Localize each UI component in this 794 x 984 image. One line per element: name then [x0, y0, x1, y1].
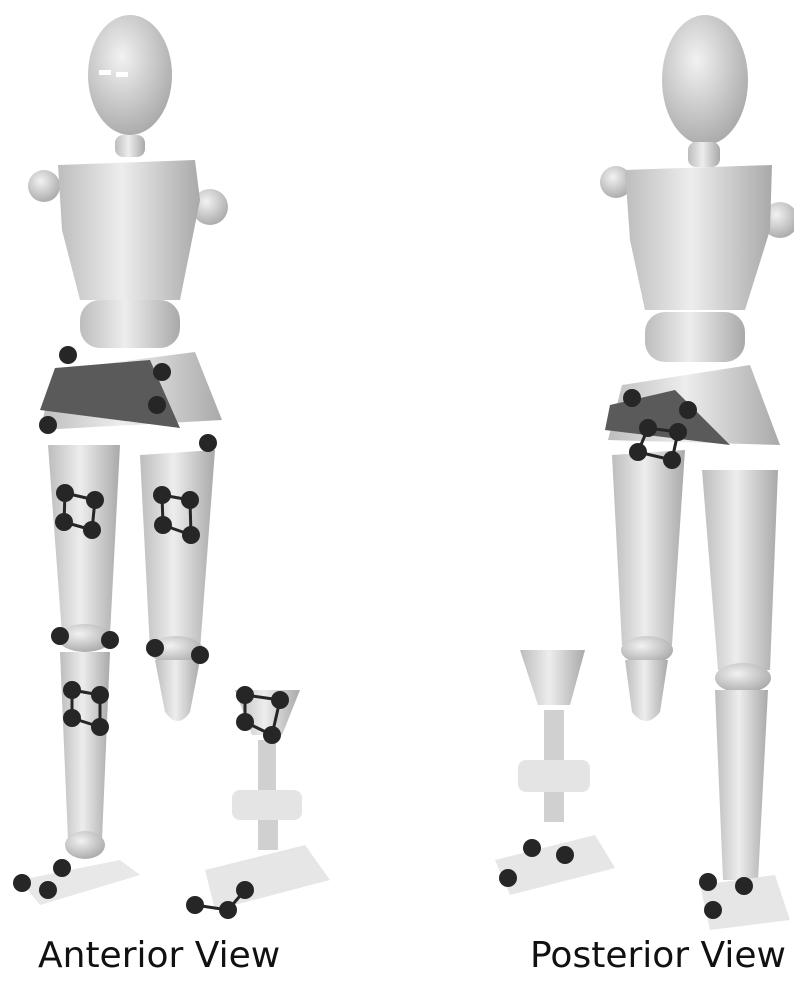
marker — [199, 434, 217, 452]
prosthesis-foot — [495, 835, 615, 895]
neck — [115, 135, 145, 157]
waist — [80, 300, 180, 348]
torso — [625, 165, 772, 310]
stump-knee — [621, 636, 673, 664]
head — [662, 15, 748, 145]
prosthesis-foot — [205, 845, 330, 910]
knee-intact — [715, 663, 771, 693]
marker — [191, 646, 209, 664]
anterior-model — [0, 0, 400, 984]
marker — [699, 873, 717, 891]
stump-end — [625, 660, 668, 721]
prosthesis-adapter — [518, 760, 590, 792]
marker — [735, 877, 753, 895]
marker — [59, 346, 77, 364]
posterior-model — [400, 0, 794, 984]
shank-left — [60, 652, 110, 840]
marker — [101, 631, 119, 649]
thigh-left — [48, 445, 120, 635]
anterior-panel: Anterior View — [0, 0, 400, 984]
stump-end — [155, 660, 200, 721]
prosthesis-shaft — [544, 792, 564, 822]
marker — [499, 869, 517, 887]
marker — [13, 874, 31, 892]
eye-right — [116, 72, 128, 77]
waist — [645, 312, 745, 362]
marker — [146, 639, 164, 657]
marker — [39, 416, 57, 434]
marker — [556, 846, 574, 864]
prosthesis-pylon — [258, 740, 276, 792]
shank-intact — [715, 690, 768, 880]
marker — [704, 901, 722, 919]
ankle-left — [65, 831, 105, 859]
foot-left — [20, 860, 140, 905]
prosthesis-adapter — [232, 790, 302, 820]
torso — [58, 160, 200, 300]
thigh-residual — [612, 450, 685, 645]
eye-left — [99, 70, 111, 75]
marker — [148, 396, 166, 414]
posterior-view-caption: Posterior View — [530, 935, 786, 976]
neck — [688, 142, 720, 167]
marker — [39, 881, 57, 899]
shoulder-left — [28, 170, 60, 202]
marker — [53, 859, 71, 877]
posterior-panel: Posterior View — [400, 0, 794, 984]
prosthesis-shaft — [258, 820, 278, 850]
prosthesis-pylon — [544, 710, 564, 760]
prosthesis-socket — [520, 650, 585, 705]
anterior-view-caption: Anterior View — [38, 935, 280, 976]
marker — [623, 389, 641, 407]
thigh-intact — [702, 470, 778, 670]
marker — [523, 839, 541, 857]
marker — [153, 363, 171, 381]
marker — [51, 627, 69, 645]
thigh-right — [140, 450, 215, 650]
marker — [679, 401, 697, 419]
